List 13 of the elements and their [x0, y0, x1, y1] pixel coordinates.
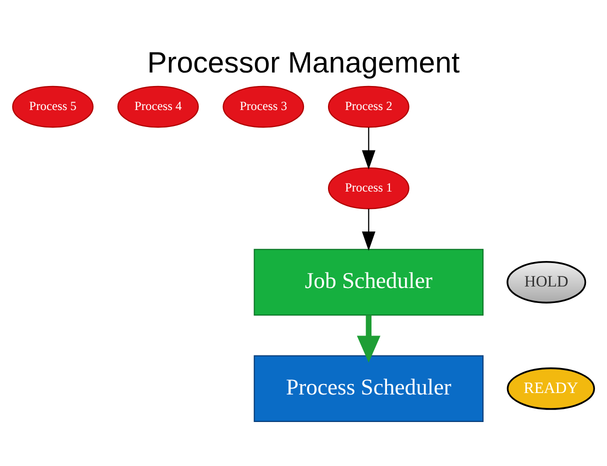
arrow: [362, 208, 376, 251]
node-ellipse: READY: [506, 367, 595, 410]
node-ellipse: Process 4: [117, 86, 199, 128]
node-box: Process Scheduler: [254, 355, 484, 422]
node-ellipse: Process 2: [328, 86, 410, 128]
node-ellipse: Process 3: [222, 86, 304, 128]
arrow: [362, 128, 376, 170]
diagram-title: Processor Management: [147, 46, 460, 80]
node-box: Job Scheduler: [254, 248, 484, 316]
arrow: [356, 315, 380, 363]
node-ellipse: Process 5: [12, 86, 94, 128]
node-ellipse: HOLD: [506, 261, 586, 304]
node-ellipse: Process 1: [328, 167, 410, 210]
